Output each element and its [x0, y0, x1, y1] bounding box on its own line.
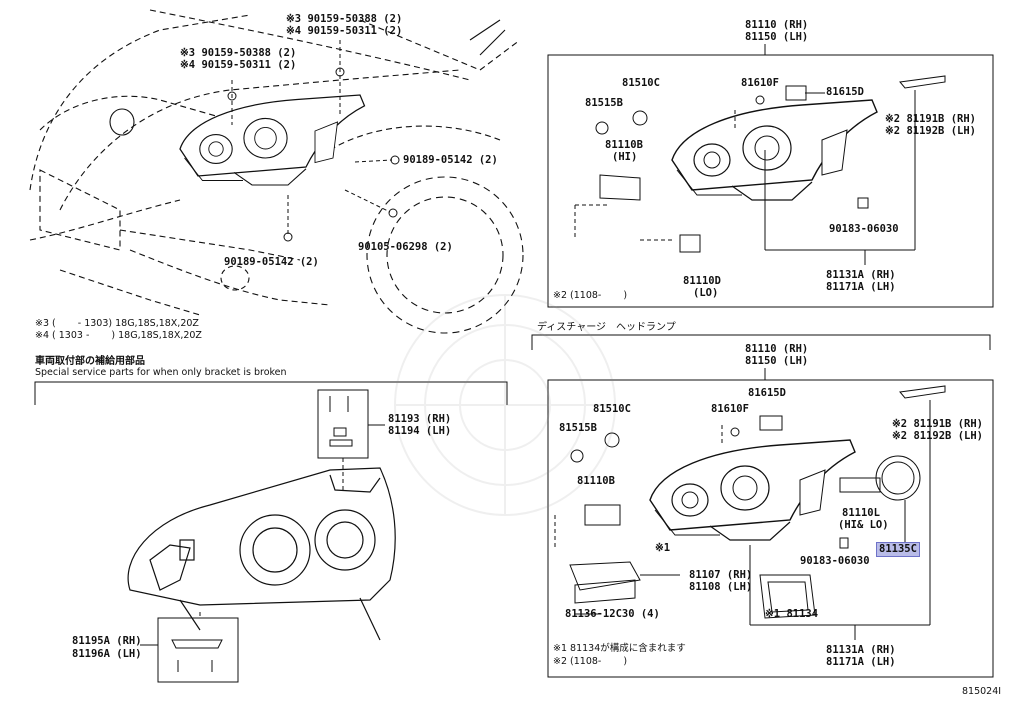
diagram-id: 815024I: [962, 686, 1002, 697]
bracket-lower-lh: 81196A (LH): [72, 648, 142, 660]
screw-label: 90105-06298 (2): [358, 241, 453, 253]
halogen-side-bulb-label: 81615D: [826, 86, 864, 98]
discharge-headlamp: [649, 439, 856, 541]
footnote-4: ※4 ( 1303 - ) 18G,18S,18X,20Z: [35, 330, 202, 341]
bolt-label-left-2: ※4 90159-50311 (2): [180, 59, 297, 71]
overview-fasteners: [227, 40, 400, 242]
halogen-headlamp: [671, 99, 878, 201]
bracket-upper-lh: 81194 (LH): [388, 425, 452, 437]
bracket-lower-rh: 81195A (RH): [72, 635, 142, 647]
halogen-bulb-hi-sub: (HI): [612, 151, 638, 163]
highlighted-part-81135c[interactable]: 81135C: [876, 542, 920, 557]
halogen-nut-label: 90183-06030: [829, 223, 899, 235]
discharge-assembly-rh: 81110 (RH): [745, 343, 809, 355]
car-overview-drawing: [29, 9, 524, 334]
halogen-bulb-lo-sub: (LO): [693, 287, 719, 299]
discharge-hid-bulb-sub: (HI& LO): [838, 519, 889, 531]
overview-headlamp: [179, 94, 366, 186]
discharge-bracket-rh: ※2 81191B (RH): [892, 418, 983, 430]
halogen-frame: [547, 44, 994, 308]
bracket-kit-upper: [317, 389, 385, 490]
discharge-ballast-rh: 81107 (RH): [689, 569, 753, 581]
bracket-upper-rh: 81193 (RH): [388, 413, 452, 425]
watermark-emblem: [394, 294, 616, 516]
discharge-footnote-2: ※2 (1108- ): [553, 656, 628, 667]
discharge-footnote-1: ※1 81134が構成に含まれます: [553, 643, 686, 654]
halogen-housing-lh: 81171A (LH): [826, 281, 896, 293]
discharge-assembly-lh: 81150 (LH): [745, 355, 809, 367]
halogen-bracket-rh: ※2 81191B (RH): [885, 113, 976, 125]
discharge-clip-label: 81515B: [559, 422, 597, 434]
discharge-section-title: ディスチャージ ヘッドランプ: [537, 322, 676, 333]
bolt-label-top-1: ※3 90159-50388 (2): [286, 13, 403, 25]
discharge-ballast-lh: 81108 (LH): [689, 581, 753, 593]
halogen-bracket-lh: ※2 81192B (LH): [885, 125, 976, 137]
discharge-cap-label: 81510C: [593, 403, 631, 415]
nut-label-right: 90189-05142 (2): [403, 154, 498, 166]
halogen-housing-rh: 81131A (RH): [826, 269, 896, 281]
halogen-bulb-hi-label: 81110B: [605, 139, 643, 151]
bracket-headlamp-drawing: [127, 467, 396, 641]
halogen-clip-label: 81515B: [585, 97, 623, 109]
halogen-assembly-lh: 81150 (LH): [745, 31, 809, 43]
discharge-parts: [554, 385, 946, 640]
discharge-socket-label: 81610F: [711, 403, 749, 415]
halogen-assembly-rh: 81110 (RH): [745, 19, 809, 31]
bracket-section-title-en: Special service parts for when only brac…: [35, 367, 287, 378]
discharge-frame: [531, 334, 994, 678]
discharge-bulb-hi-label: 81110B: [577, 475, 615, 487]
discharge-ballast-ref: ※1: [655, 542, 671, 554]
bolt-label-top-2: ※4 90159-50311 (2): [286, 25, 403, 37]
discharge-bracket-lh: ※2 81192B (LH): [892, 430, 983, 442]
discharge-gasket-label: ※1 81134: [765, 608, 819, 620]
bolt-label-left-1: ※3 90159-50388 (2): [180, 47, 297, 59]
halogen-bulb-lo-label: 81110D: [683, 275, 721, 287]
discharge-hid-bulb-label: 81110L: [842, 507, 880, 519]
halogen-parts: [574, 75, 946, 265]
discharge-housing-lh: 81171A (LH): [826, 656, 896, 668]
discharge-ballast-screw: 81136-12C30 (4): [565, 608, 660, 620]
bracket-kit-lower: [140, 612, 239, 683]
nut-label-bottom: 90189-05142 (2): [224, 256, 319, 268]
halogen-footnote-2: ※2 (1108- ): [553, 290, 628, 301]
halogen-socket-label: 81610F: [741, 77, 779, 89]
bracket-section-title-jp: 車両取付部の補給用部品: [35, 356, 145, 367]
discharge-housing-rh: 81131A (RH): [826, 644, 896, 656]
footnote-3: ※3 ( - 1303) 18G,18S,18X,20Z: [35, 318, 199, 329]
discharge-side-bulb-label: 81615D: [748, 387, 786, 399]
halogen-cap-label: 81510C: [622, 77, 660, 89]
bracket-section-frame: [34, 381, 508, 405]
discharge-nut-label: 90183-06030: [800, 555, 870, 567]
